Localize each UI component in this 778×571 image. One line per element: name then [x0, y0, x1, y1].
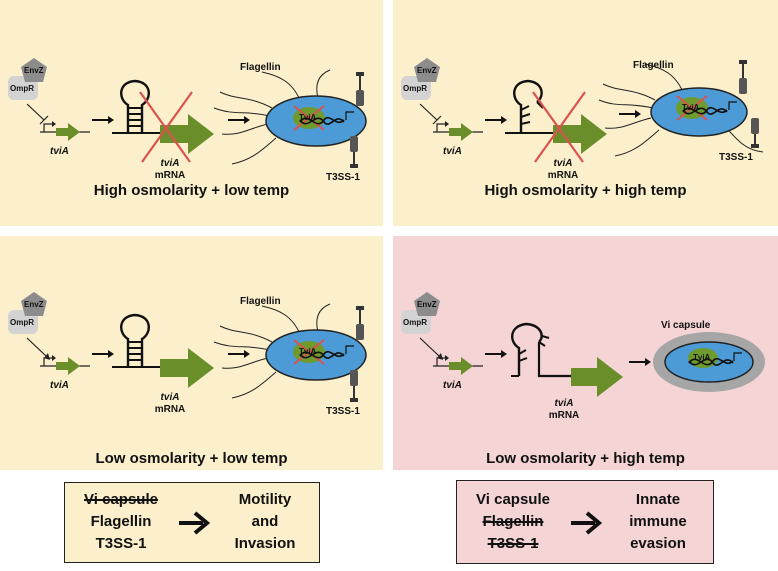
panel-caption: Low osmolarity + low temp — [95, 450, 288, 467]
summary-input-t3ss: T3SS-1 — [487, 535, 539, 552]
t3ss-label: T3SS-1 — [326, 172, 360, 183]
t3ss-needles — [350, 72, 364, 168]
mrna-label: mRNA — [154, 404, 186, 415]
tvia-protein-label: TviA — [299, 113, 317, 122]
panel-high-osm-high-temp: OmpR EnvZ tviA tviA mRNA Flagellin T3SS-… — [393, 0, 778, 226]
envz-label: EnvZ — [24, 66, 44, 75]
summary-outcome-line-2: and — [251, 513, 279, 530]
tvia-gene-arrow — [449, 357, 473, 375]
t3ss-label: T3SS-1 — [326, 406, 360, 417]
envz-pentagon — [21, 58, 47, 82]
mrna-gene-label: tviA — [160, 392, 180, 403]
envz-label: EnvZ — [417, 66, 437, 75]
flagella — [213, 303, 331, 399]
flagellin-label: Flagellin — [240, 62, 281, 73]
gene-label: tviA — [50, 146, 69, 157]
tvia-protein-label: TviA — [299, 347, 317, 356]
mrna-label: mRNA — [547, 170, 579, 181]
flagella — [598, 63, 764, 157]
mrna-label: mRNA — [548, 410, 580, 421]
mrna-green-arrow — [160, 114, 214, 154]
summary-inputs: Vi capsule Flagellin T3SS-1 — [71, 489, 171, 555]
mrna-gene-label: tviA — [554, 398, 574, 409]
mrna-hairpin — [511, 322, 543, 376]
tvia-protein-label: TviA — [682, 103, 700, 112]
summary-input-t3ss: T3SS-1 — [95, 535, 147, 552]
ompr-label: OmpR — [403, 84, 427, 93]
summary-outcome-line-1: Motility — [238, 491, 292, 508]
tvia-protein-label: TviA — [693, 353, 711, 362]
t3ss-label: T3SS-1 — [719, 152, 753, 163]
mrna-gene-label: tviA — [160, 158, 180, 169]
summary-input-vi-capsule: Vi capsule — [84, 491, 158, 508]
mrna-label: mRNA — [154, 170, 186, 181]
tvia-gene-arrow — [56, 123, 80, 141]
summary-input-flagellin: Flagellin — [90, 513, 152, 530]
summary-input-flagellin: Flagellin — [482, 513, 544, 530]
t3ss-needles — [350, 306, 364, 402]
vi-capsule-label: Vi capsule — [661, 320, 711, 331]
mrna-green-arrow — [160, 348, 214, 388]
ompr-label: OmpR — [403, 318, 427, 327]
panel-2-graphic — [401, 58, 764, 163]
envz-pentagon — [414, 58, 440, 82]
summary-box-low-temp: Vi capsule Flagellin T3SS-1 Motility and… — [64, 482, 320, 563]
gene-label: tviA — [50, 380, 69, 391]
summary-outcome: Innate immune evasion — [609, 489, 707, 555]
flagellin-label: Flagellin — [240, 296, 281, 307]
summary-arrow-icon — [179, 511, 211, 535]
envz-pentagon — [21, 292, 47, 316]
gene-label: tviA — [443, 380, 462, 391]
panel-high-osm-low-temp: OmpR EnvZ tviA tviA mRNA Flagellin T3SS-… — [0, 0, 383, 226]
envz-label: EnvZ — [24, 300, 44, 309]
summary-outcome-line-1: Innate — [635, 491, 681, 508]
mrna-green-arrow — [571, 357, 623, 397]
t3ss-needles — [739, 60, 759, 148]
ompr-label: OmpR — [10, 84, 34, 93]
panel-4-graphic — [401, 292, 765, 397]
summary-inputs: Vi capsule Flagellin T3SS-1 — [463, 489, 563, 555]
ompr-label: OmpR — [10, 318, 34, 327]
summary-arrow-icon — [571, 511, 603, 535]
mrna-green-arrow — [553, 114, 607, 154]
mrna-hairpin — [120, 313, 150, 367]
envz-label: EnvZ — [417, 300, 437, 309]
panel-caption: High osmolarity + low temp — [93, 182, 290, 199]
summary-outcome-line-3: Invasion — [234, 535, 296, 552]
mrna-hairpin — [513, 79, 543, 133]
summary-box-high-temp: Vi capsule Flagellin T3SS-1 Innate immun… — [456, 480, 714, 564]
envz-pentagon — [414, 292, 440, 316]
panel-3-graphic — [8, 292, 367, 402]
gene-label: tviA — [443, 146, 462, 157]
summary-input-vi-capsule: Vi capsule — [476, 491, 550, 508]
mrna-gene-label: tviA — [553, 158, 573, 169]
panel-low-osm-high-temp: OmpR EnvZ tviA tviA mRNA Vi capsule TviA… — [393, 236, 778, 470]
tvia-gene-arrow — [56, 357, 80, 375]
flagellin-label: Flagellin — [633, 60, 674, 71]
panel-caption: Low osmolarity + high temp — [486, 450, 685, 467]
tvia-gene-arrow — [449, 123, 473, 141]
summary-outcome-line-3: evasion — [630, 535, 686, 552]
summary-outcome: Motility and Invasion — [217, 489, 313, 555]
panel-caption: High osmolarity + high temp — [484, 182, 687, 199]
flagella — [213, 69, 331, 165]
summary-outcome-line-2: immune — [629, 513, 687, 530]
panel-low-osm-low-temp: OmpR EnvZ tviA tviA mRNA Flagellin T3SS-… — [0, 236, 383, 470]
panel-1-graphic — [8, 58, 367, 168]
